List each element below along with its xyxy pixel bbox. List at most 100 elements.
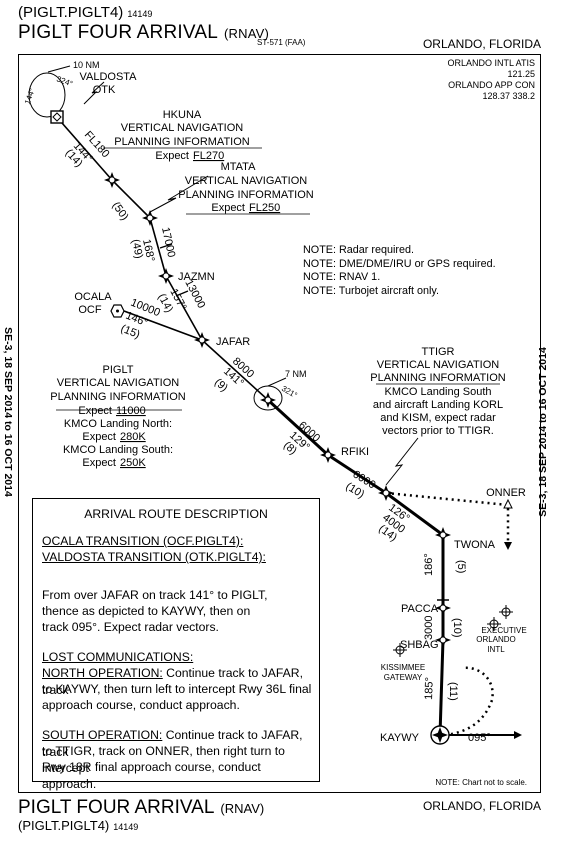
label-rfiki: RFIKI: [341, 446, 369, 458]
note-line: NOTE: Radar required.: [303, 244, 415, 256]
chart-st-number: ST-571 (FAA): [257, 38, 306, 47]
label-ttigr-line3: and KISM, expect radar: [380, 412, 496, 424]
label-hkuna-vnpi1: VERTICAL NAVIGATION: [121, 122, 244, 134]
note-line: NOTE: RNAV 1.: [303, 271, 381, 283]
label-mtata-vnpi2: PLANNING INFORMATION: [178, 189, 314, 201]
label-twona: TWONA: [454, 539, 496, 551]
label-ttigr-line1: KMCO Landing South: [384, 386, 491, 398]
label-dist49: (49): [129, 238, 145, 260]
north-turn-path: [444, 666, 494, 737]
north-operation-line1: NORTH OPERATION: Continue track to JAFAR…: [42, 665, 313, 698]
kissimmee-airport-icon: [393, 643, 407, 657]
alt-bar-17000: [159, 243, 173, 249]
south-operation-line3: Rwy 18R final approach course, conduct a…: [42, 760, 261, 791]
route-ttigr-onner: [385, 491, 512, 550]
label-piglt-vnpi2: PLANNING INFORMATION: [50, 391, 186, 403]
label-kmco-south: KMCO Landing South:: [63, 444, 173, 456]
twona-waypoint-icon: [435, 527, 451, 543]
label-144: 144°: [23, 87, 37, 106]
kaywy-waypoint-icon: [430, 725, 450, 745]
description-body-2: thence as depicted to KAYWY, then on: [42, 604, 251, 618]
label-shbag: SHBAG: [400, 639, 439, 651]
description-body-3: track 095°. Expect radar vectors.: [42, 620, 219, 634]
chart-title-text: PIGLT FOUR ARRIVAL: [18, 22, 218, 43]
route-hkuna-mtata: [111, 179, 151, 219]
label-dist10b: (10): [451, 618, 463, 638]
frequency-box: ORLANDO INTL ATIS 121.25 ORLANDO APP CON…: [447, 58, 535, 102]
label-expect-250: Expect: [82, 457, 116, 469]
chart-code-text: (PIGLT.PIGLT4): [18, 4, 124, 21]
label-ocf: OCF: [78, 304, 102, 316]
onner-fix-icon: [503, 498, 513, 509]
north-operation-line2: to KAYWY, then turn left to intercept Rw…: [42, 682, 312, 696]
label-095: 095°: [468, 732, 491, 744]
chart-title: PIGLT FOUR ARRIVAL (RNAV): [18, 22, 269, 44]
label-168: 168°: [140, 238, 156, 263]
label-ttigr: TTIGR: [422, 346, 455, 358]
label-kissimmee: KISSIMMEE: [381, 663, 425, 672]
rfiki-waypoint-icon: [320, 447, 336, 463]
label-250k: 250K: [120, 457, 146, 469]
route-ocf-jafar: [123, 310, 203, 341]
ocala-transition: OCALA TRANSITION (OCF.PIGLT4):: [42, 534, 244, 548]
north-operation-line3: approach course, conduct approach.: [42, 698, 240, 712]
description-body-1: From over JAFAR on track 141° to PIGLT,: [42, 588, 268, 602]
executive-airport-icon: [499, 605, 513, 619]
holding-leader: [47, 65, 71, 73]
mtata-leader: [149, 175, 209, 213]
label-3000: 3000: [423, 616, 435, 640]
atis-label: ORLANDO INTL ATIS: [447, 58, 535, 68]
label-kmco-north: KMCO Landing North:: [64, 418, 172, 430]
approach-frequency: 128.37 338.2: [482, 91, 535, 101]
ttigr-waypoint-icon: [378, 485, 394, 501]
label-pacca: PACCA: [401, 603, 439, 615]
chart-city: ORLANDO, FLORIDA: [422, 37, 541, 51]
label-280k: 280K: [120, 431, 146, 443]
south-operation-line1: SOUTH OPERATION: Continue track to JAFAR…: [42, 727, 313, 760]
label-mtata-vnpi1: VERTICAL NAVIGATION: [185, 175, 308, 187]
footer-code-text: (PIGLT.PIGLT4): [18, 818, 110, 833]
route-rfiki-ttigr: [327, 453, 387, 495]
orlando-intl-airport-icon: [487, 617, 501, 631]
label-jafar: JAFAR: [216, 336, 250, 348]
label-mtata: MTATA: [221, 161, 256, 173]
north-operation-text: Continue track to JAFAR, track: [42, 666, 303, 697]
piglt-holding-leader: [267, 377, 287, 387]
footer-city: ORLANDO, FLORIDA: [422, 799, 541, 813]
label-dist50: (50): [110, 200, 131, 223]
label-otk: OTK: [93, 84, 116, 96]
label-dist5: (5): [455, 560, 467, 573]
label-onner: ONNER: [486, 487, 526, 499]
chart-title-suffix: (RNAV): [223, 26, 269, 41]
atis-frequency: 121.25: [507, 69, 535, 79]
north-operation-label: NORTH OPERATION:: [42, 666, 163, 680]
label-intl: INTL: [487, 645, 505, 654]
valdosta-vortac-icon: [50, 110, 64, 124]
label-kaywy: KAYWY: [380, 732, 420, 744]
arrival-route-description: ARRIVAL ROUTE DESCRIPTION OCALA TRANSITI…: [32, 498, 320, 791]
label-piglt-expect: Expect: [78, 405, 112, 417]
route-mtata-jazmn: [149, 217, 167, 277]
pacca-waypoint-icon: [435, 600, 451, 616]
label-fl270: FL270: [193, 150, 224, 162]
jazmn-waypoint-icon: [158, 268, 174, 284]
description-title: ARRIVAL ROUTE DESCRIPTION: [84, 507, 268, 521]
chart-code-number: 14149: [127, 9, 153, 19]
footer-code: (PIGLT.PIGLT4)14149: [18, 818, 138, 833]
footer-title-text: PIGLT FOUR ARRIVAL: [18, 797, 215, 818]
south-operation-text: Continue track to JAFAR, track: [42, 728, 303, 759]
label-10nm: 10 NM: [73, 60, 100, 70]
valdosta-leader: [83, 81, 105, 105]
lost-comm-title: LOST COMMUNICATIONS:: [42, 650, 194, 664]
piglt-waypoint-icon: [260, 392, 276, 408]
route-piglt-rfiki: [266, 398, 330, 457]
note-line: NOTE: DME/DME/IRU or GPS required.: [303, 257, 496, 270]
label-piglt-vnpi1: VERTICAL NAVIGATION: [57, 377, 180, 389]
label-ttigr-vnpi2: PLANNING INFORMATION: [370, 372, 506, 384]
label-17000: 17000: [159, 226, 177, 258]
label-fl250: FL250: [249, 202, 280, 214]
label-321: 321°: [280, 384, 299, 400]
chart-code: (PIGLT.PIGLT4)14149: [18, 4, 152, 21]
label-orlando: ORLANDO: [476, 635, 516, 644]
